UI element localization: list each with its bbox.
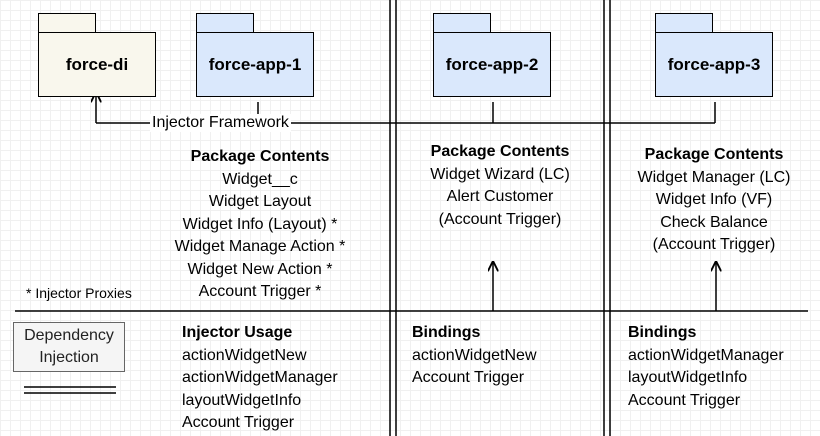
package-tab bbox=[433, 13, 491, 33]
app2-content-item: Widget Wizard (LC) bbox=[430, 165, 570, 183]
app3-bindings: Bindings actionWidgetManager layoutWidge… bbox=[628, 322, 784, 412]
app3-binding-item: actionWidgetManager bbox=[628, 346, 784, 364]
app1-usage-title: Injector Usage bbox=[182, 324, 293, 341]
package-tab bbox=[38, 13, 96, 33]
app1-usage-item: actionWidgetNew bbox=[182, 346, 307, 364]
app2-package-contents: Package Contents Widget Wizard (LC) Aler… bbox=[400, 141, 600, 231]
app3-content-item: Widget Info (VF) bbox=[655, 191, 773, 208]
app3-bindings-title: Bindings bbox=[628, 324, 697, 341]
app2-binding-item: Account Trigger bbox=[412, 369, 525, 386]
app2-content-item: (Account Trigger) bbox=[438, 210, 562, 228]
app2-content-item: Alert Customer bbox=[446, 188, 554, 205]
app1-content-item: Widget Manage Action * bbox=[174, 238, 346, 255]
app3-content-item: Check Balance bbox=[660, 213, 768, 231]
injector-framework-label: Injector Framework bbox=[150, 114, 291, 132]
app1-contents-title: Package Contents bbox=[190, 148, 330, 165]
injector-proxies-note: * Injector Proxies bbox=[26, 285, 132, 301]
app3-binding-item: Account Trigger bbox=[628, 391, 741, 409]
package-label: force-di bbox=[38, 32, 156, 97]
app1-usage-item: actionWidgetManager bbox=[182, 369, 338, 386]
app2-contents-title: Package Contents bbox=[430, 143, 570, 160]
app1-content-item: Widget Layout bbox=[208, 193, 312, 210]
app1-content-item: Widget Info (Layout) * bbox=[182, 215, 338, 233]
app1-content-item: Account Trigger * bbox=[198, 283, 322, 300]
package-label: force-app-1 bbox=[196, 32, 314, 97]
app2-bindings-title: Bindings bbox=[412, 324, 481, 341]
app1-content-item: Widget__c bbox=[222, 170, 298, 188]
app2-binding-item: actionWidgetNew bbox=[412, 346, 537, 364]
app3-package-contents: Package Contents Widget Manager (LC) Wid… bbox=[614, 144, 814, 257]
package-label: force-app-2 bbox=[433, 32, 551, 97]
app2-bindings: Bindings actionWidgetNew Account Trigger bbox=[412, 322, 537, 390]
app3-contents-title: Package Contents bbox=[644, 146, 784, 163]
app3-binding-item: layoutWidgetInfo bbox=[628, 369, 748, 386]
app1-content-item: Widget New Action * bbox=[187, 260, 333, 278]
package-label: force-app-3 bbox=[655, 32, 773, 97]
app1-package-contents: Package Contents Widget__c Widget Layout… bbox=[150, 146, 370, 304]
app3-content-item: (Account Trigger) bbox=[652, 236, 776, 253]
app1-usage-item: layoutWidgetInfo bbox=[182, 391, 302, 409]
dependency-injection-line2: Injection bbox=[39, 349, 99, 366]
app1-usage-item: Account Trigger bbox=[182, 414, 295, 431]
app1-injector-usage: Injector Usage actionWidgetNew actionWid… bbox=[182, 322, 338, 435]
dependency-injection-line1: Dependency bbox=[24, 327, 114, 344]
dependency-injection-box: Dependency Injection bbox=[13, 322, 125, 372]
package-tab bbox=[655, 13, 713, 33]
app3-content-item: Widget Manager (LC) bbox=[637, 168, 791, 186]
package-tab bbox=[196, 13, 254, 33]
